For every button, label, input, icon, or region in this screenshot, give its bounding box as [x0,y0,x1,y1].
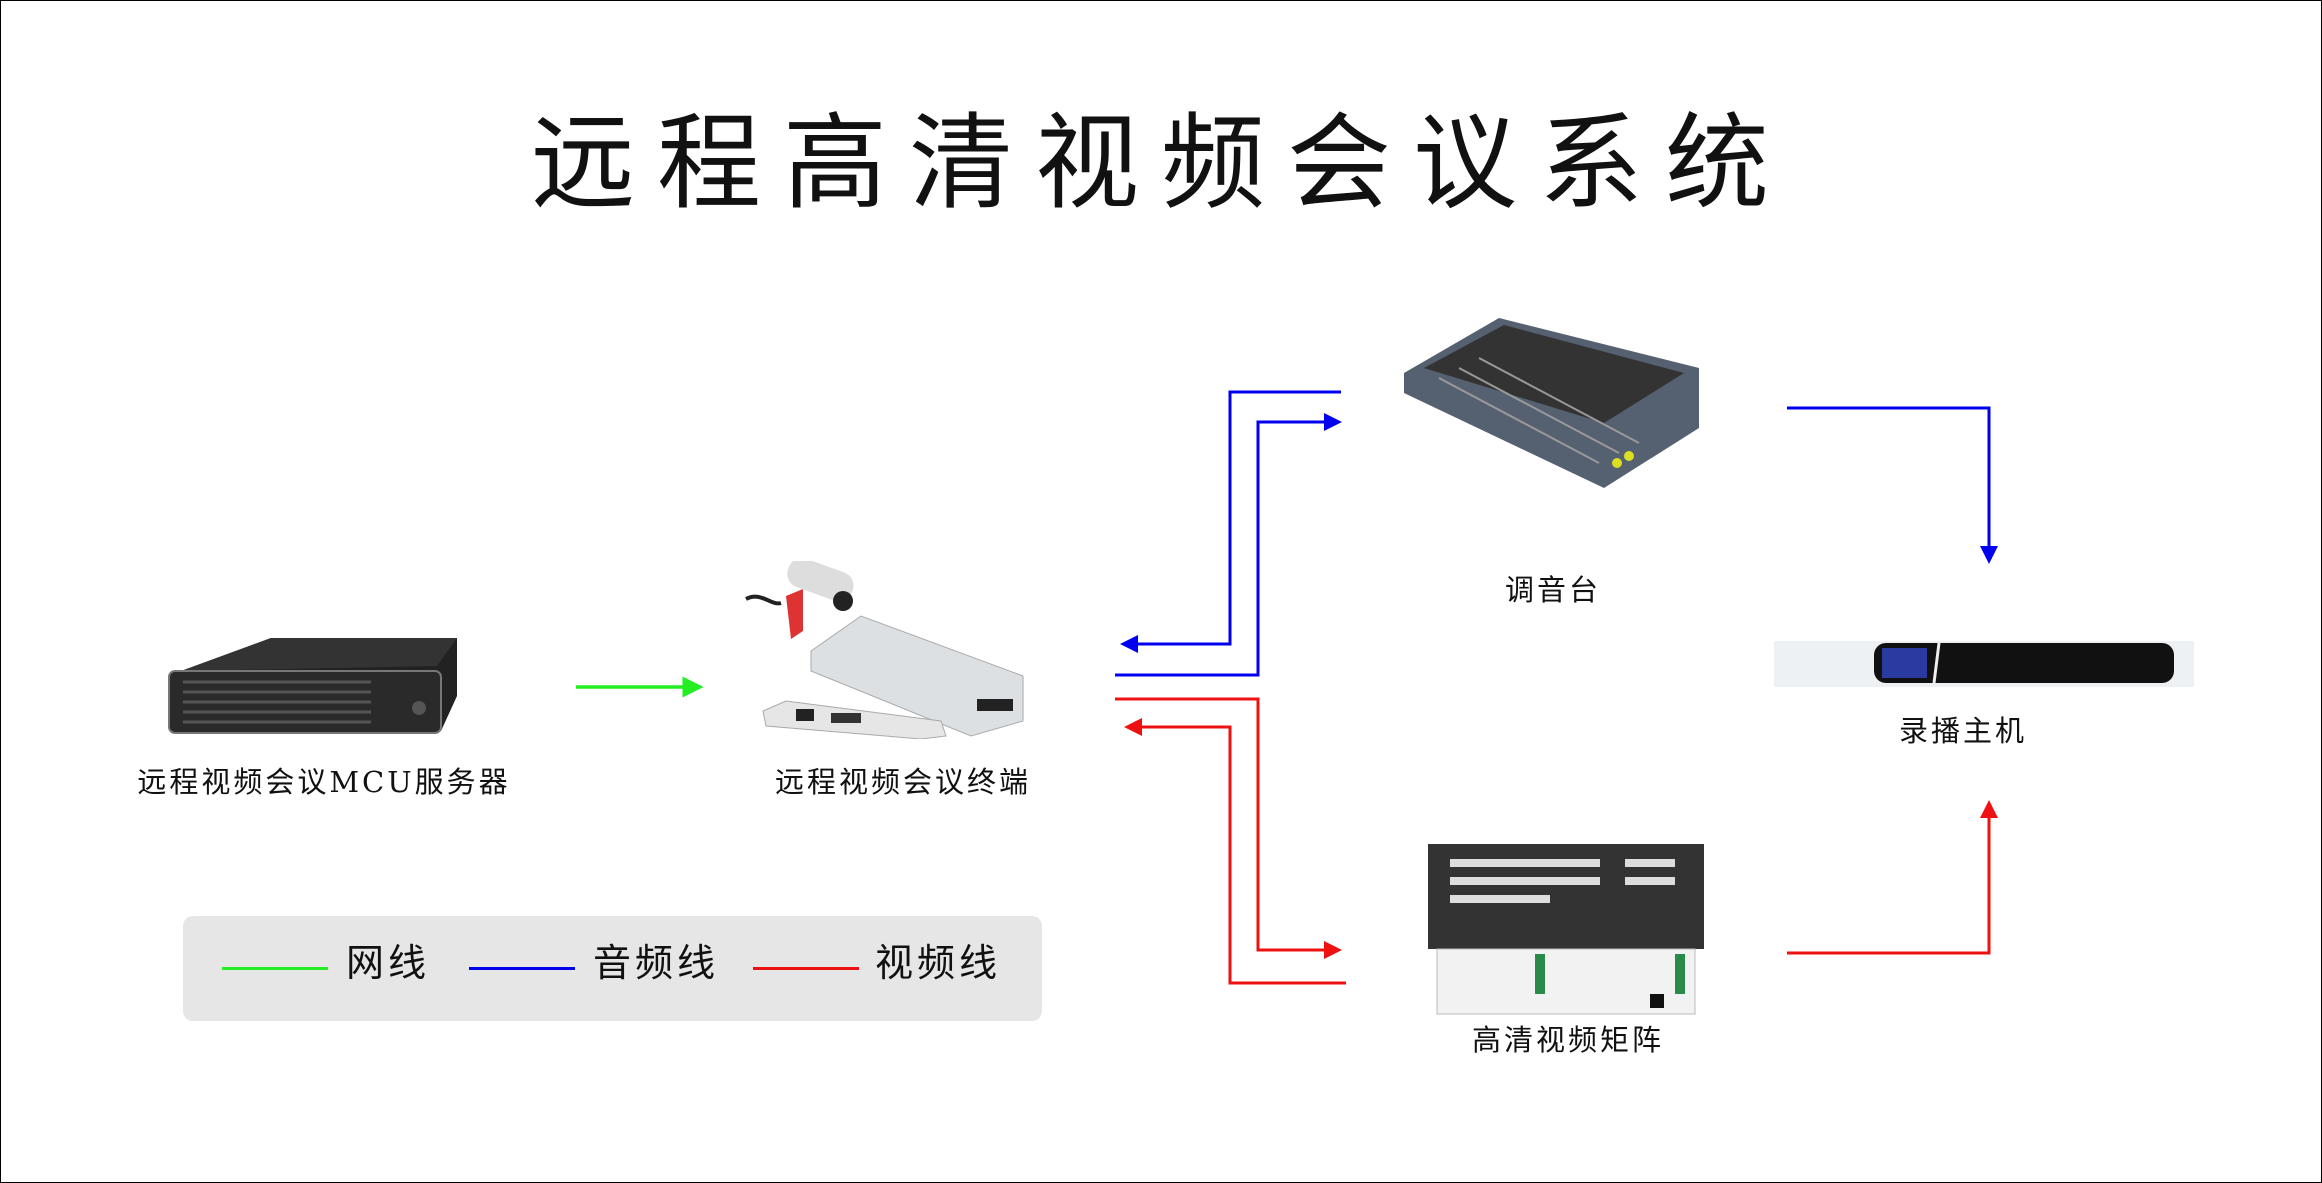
audio-cable-mixer-to-terminal [1120,390,1341,653]
diagram-title: 远程高清视频会议系统 [530,102,1791,224]
video-matrix-image [1428,844,1704,1015]
legend-swatch-network [222,967,328,970]
video-cable-matrix-to-recorder [1787,800,1998,955]
legend-label-audio: 音频线 [593,941,720,985]
video-cable-terminal-to-matrix [1115,697,1342,959]
mixer-label: 调音台 [1504,573,1602,607]
terminal-label: 远程视频会议终端 [774,765,1032,799]
video-cable-matrix-to-terminal [1124,718,1346,985]
recorder-image [1774,641,2194,687]
legend: 网线 音频线 视频线 [183,916,1042,1021]
mcu-server-label: 远程视频会议MCU服务器 [137,765,511,799]
audio-cable-mixer-to-recorder [1787,406,1998,564]
matrix-label: 高清视频矩阵 [1471,1023,1665,1057]
terminal-image [745,561,1024,739]
recorder-label: 录播主机 [1898,714,2028,748]
legend-swatch-audio [469,967,575,970]
audio-mixer-image [1404,318,1699,488]
mcu-server-image [168,638,457,734]
legend-label-network: 网线 [346,941,431,985]
legend-swatch-video [753,967,859,970]
audio-cable-terminal-to-mixer [1115,413,1342,677]
legend-label-video: 视频线 [875,941,1002,985]
